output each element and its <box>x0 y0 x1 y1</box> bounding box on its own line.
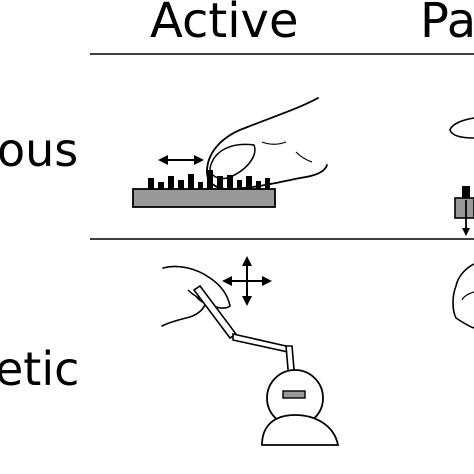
row-label-kinesthetic: etic <box>0 342 80 396</box>
vertical-double-arrow-icon <box>462 200 470 236</box>
device-base-pedestal <box>261 414 340 446</box>
texture-bumps <box>148 170 270 189</box>
active-kinesthetic-illustration <box>161 256 340 446</box>
device-arm-link-1 <box>232 332 290 354</box>
column-header-passive: Pa <box>420 0 474 49</box>
passive-finger-icon <box>449 117 474 139</box>
device-joint-block <box>282 390 306 399</box>
four-way-arrow-icon <box>222 256 272 306</box>
horizontal-double-arrow-icon <box>158 155 204 165</box>
passive-hand-icon <box>452 263 474 329</box>
row-label-cutaneous: ous <box>0 123 79 177</box>
knuckle-crease <box>295 151 313 163</box>
fingernail-icon <box>209 143 256 180</box>
passive-pin-block <box>454 197 474 219</box>
finger-icon <box>206 97 328 190</box>
passive-finger-outline <box>461 291 474 301</box>
texture-surface <box>132 188 276 208</box>
hand-icon <box>161 265 231 327</box>
passive-kinesthetic-illustration <box>452 263 474 329</box>
active-cutaneous-illustration <box>132 97 328 208</box>
passive-pin <box>462 186 470 198</box>
knuckle-crease <box>261 141 287 145</box>
passive-cutaneous-illustration <box>449 117 474 236</box>
column-header-active: Active <box>150 0 299 49</box>
stylus-icon <box>192 284 238 340</box>
